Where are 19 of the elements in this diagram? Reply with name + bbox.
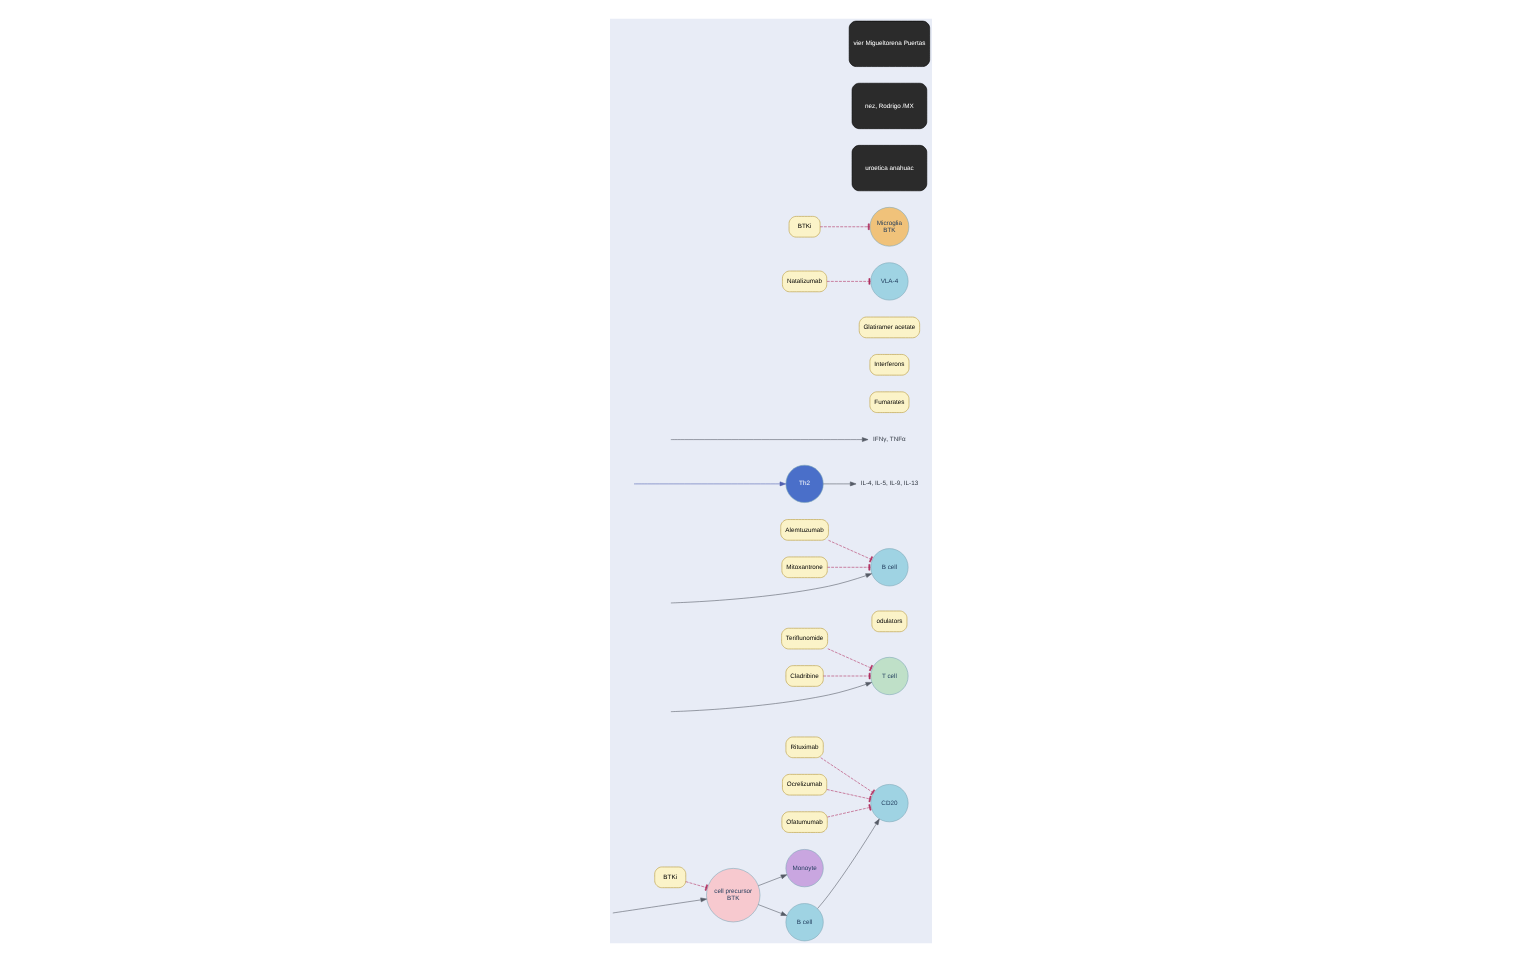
connector: [827, 539, 872, 562]
connector: [826, 563, 870, 570]
arrow: [632, 480, 786, 486]
arrow: [822, 480, 856, 486]
connector: [684, 880, 707, 890]
arrow: [757, 903, 787, 915]
arrow: [669, 572, 871, 603]
connector: [819, 756, 875, 795]
connector: [826, 803, 871, 817]
connector: [822, 671, 870, 679]
connector: [826, 647, 872, 671]
arrow: [669, 681, 871, 711]
connector: [825, 788, 871, 802]
arrow: [611, 896, 706, 913]
connector: [825, 277, 870, 284]
connector: [818, 222, 870, 229]
arrow: [669, 436, 868, 441]
arrow: [757, 873, 787, 885]
arrow: [816, 817, 879, 908]
